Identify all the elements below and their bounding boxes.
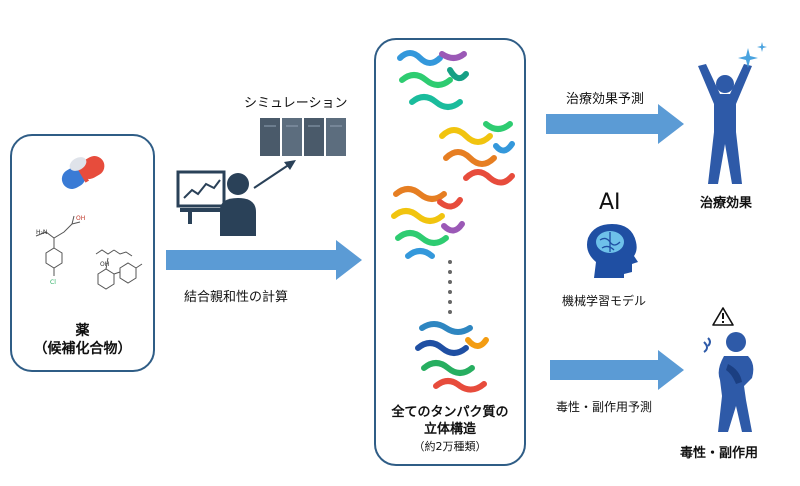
protein-structure-icon — [391, 186, 465, 259]
protein-subtitle: 立体構造 — [423, 422, 476, 437]
computer-user-icon — [176, 170, 256, 236]
efficacy-arrow — [546, 104, 684, 144]
drug-title: 薬 — [75, 323, 90, 339]
happy-person-icon — [698, 64, 752, 184]
toxicity-arrow-label: 毒性・副作用予測 — [556, 400, 653, 414]
svg-text:OH: OH — [76, 215, 85, 222]
toxicity-arrow — [550, 350, 684, 390]
protein-count: （約2万種類） — [413, 440, 487, 453]
protein-title: 全てのタンパク質の — [391, 405, 509, 420]
ai-brain-icon — [587, 224, 638, 278]
efficacy-result-label: 治療効果 — [700, 196, 753, 211]
svg-text:OH: OH — [100, 261, 109, 268]
binding-label: 結合親和性の計算 — [184, 290, 289, 305]
simulation-arrow — [253, 160, 296, 189]
protein-structure-icon — [415, 321, 489, 393]
svg-text:H₂N: H₂N — [36, 229, 47, 236]
drug-subtitle: （候補化合物） — [33, 341, 132, 357]
simulation-label: シミュレーション — [244, 96, 348, 111]
ellipsis-dots — [448, 260, 452, 314]
sparkle-icon — [738, 42, 767, 68]
protein-structure-icon — [397, 50, 469, 110]
ai-label: AI — [599, 190, 621, 215]
protein-structure-icon — [439, 121, 515, 186]
efficacy-arrow-label: 治療効果予測 — [566, 92, 645, 107]
chemical-structure-icon: H₂N OH Cl OH — [35, 215, 143, 290]
server-icon — [260, 118, 346, 156]
toxicity-result-label: 毒性・副作用 — [680, 446, 759, 461]
warning-icon — [712, 307, 734, 326]
capsule-icon — [61, 156, 105, 189]
ai-caption: 機械学習モデル — [562, 294, 647, 308]
svg-text:Cl: Cl — [50, 279, 56, 286]
binding-arrow — [166, 240, 362, 280]
sick-person-icon — [703, 332, 754, 432]
